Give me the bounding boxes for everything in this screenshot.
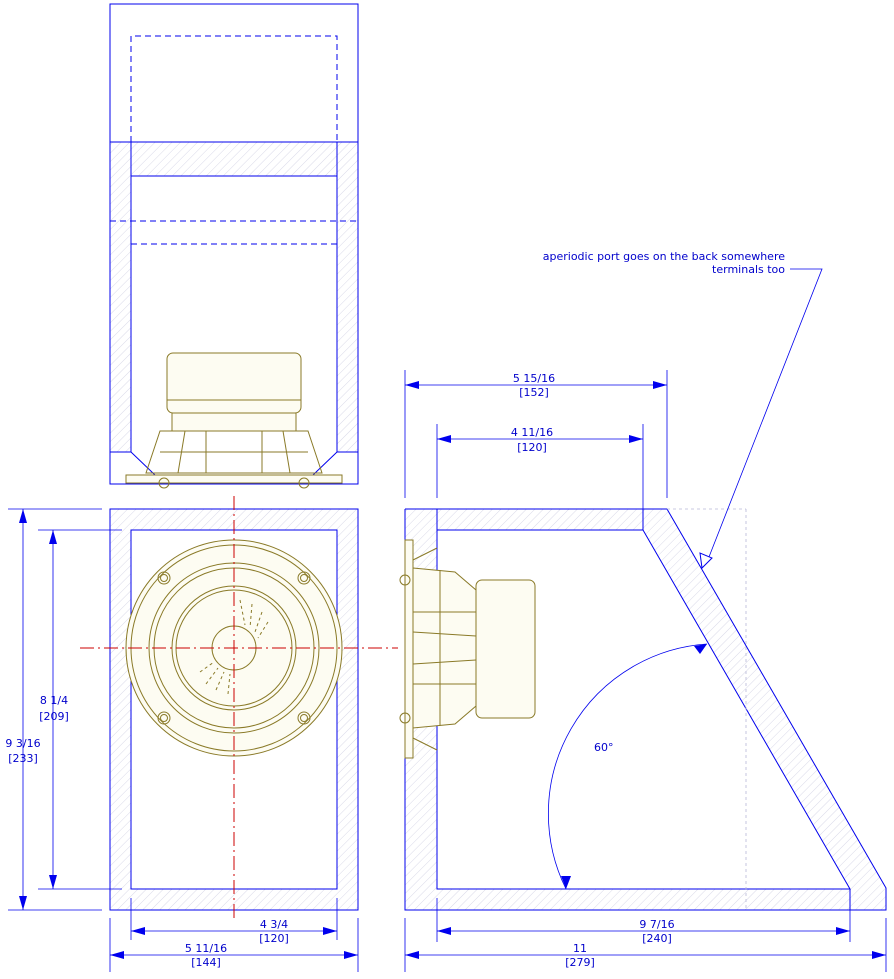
svg-text:5 11/16: 5 11/16: [185, 942, 227, 955]
dim-side-top-inner: 4 11/16 [120]: [436, 424, 644, 520]
svg-text:[209]: [209]: [39, 710, 69, 723]
svg-text:[240]: [240]: [642, 932, 672, 945]
dim-side-bottom-outer: 11 [279]: [404, 918, 887, 972]
dim-side-top-depth: 5 15/16 [152]: [404, 370, 668, 498]
svg-text:[120]: [120]: [259, 932, 289, 945]
port-note-line1: aperiodic port goes on the back somewher…: [543, 250, 785, 263]
svg-text:9 7/16: 9 7/16: [639, 918, 674, 931]
side-view-outline: [404, 508, 887, 911]
svg-text:4 11/16: 4 11/16: [511, 426, 553, 439]
svg-text:9 3/16: 9 3/16: [5, 737, 40, 750]
top-view: [109, 3, 359, 489]
svg-text:[120]: [120]: [517, 441, 547, 454]
front-view: [80, 496, 398, 922]
angle-arc: [547, 643, 708, 890]
svg-text:8 1/4: 8 1/4: [40, 694, 68, 707]
dim-side-bottom-inner: 9 7/16 [240]: [436, 898, 851, 945]
svg-text:[152]: [152]: [519, 386, 549, 399]
side-view-driver: [399, 539, 536, 759]
top-view-driver: [125, 352, 343, 489]
dim-front-outer-width: 5 11/16 [144]: [109, 918, 359, 972]
port-note-line2: terminals too: [712, 263, 785, 276]
top-view-outline: [109, 3, 359, 485]
dim-front-inner-width: 4 3/4 [120]: [130, 898, 338, 945]
dim-front-inner-height: 8 1/4 [209]: [38, 529, 122, 890]
port-note: aperiodic port goes on the back somewher…: [543, 250, 823, 570]
angle-label: 60°: [594, 741, 614, 754]
svg-text:5 15/16: 5 15/16: [513, 372, 555, 385]
svg-text:11: 11: [573, 942, 587, 955]
port-note-leader: [706, 268, 823, 563]
svg-text:[233]: [233]: [8, 752, 38, 765]
dim-front-outer-height: 9 3/16 [233]: [5, 508, 102, 911]
svg-text:4 3/4: 4 3/4: [260, 918, 288, 931]
side-view: 60°: [399, 508, 887, 911]
svg-text:[144]: [144]: [191, 956, 221, 969]
svg-text:[279]: [279]: [565, 956, 595, 969]
